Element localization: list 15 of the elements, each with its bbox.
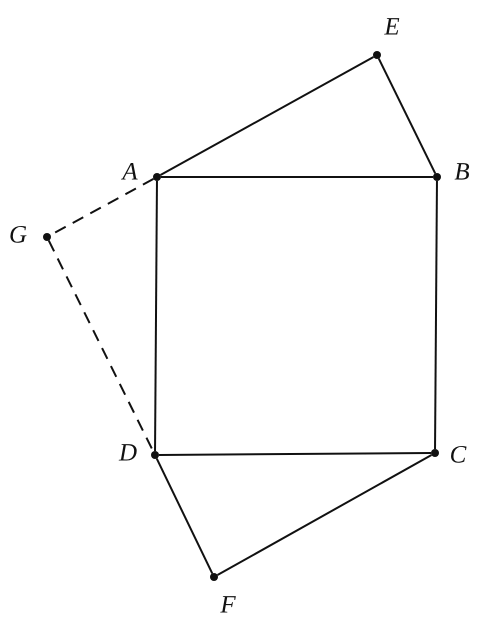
line-segment — [154, 181, 158, 451]
line-segment — [160, 56, 374, 176]
point-label: A — [122, 160, 138, 184]
point-label: D — [118, 440, 138, 466]
point-label: B — [454, 160, 470, 184]
point-label: E — [384, 14, 400, 40]
point-label: F — [220, 592, 236, 618]
point-label: G — [8, 222, 28, 248]
point-label: C — [450, 442, 466, 468]
line-segment — [217, 454, 432, 576]
line-segment — [156, 458, 214, 574]
line-segment — [434, 181, 438, 449]
line-segment — [161, 176, 433, 178]
line-segment — [378, 58, 436, 174]
line-segment — [159, 452, 431, 456]
